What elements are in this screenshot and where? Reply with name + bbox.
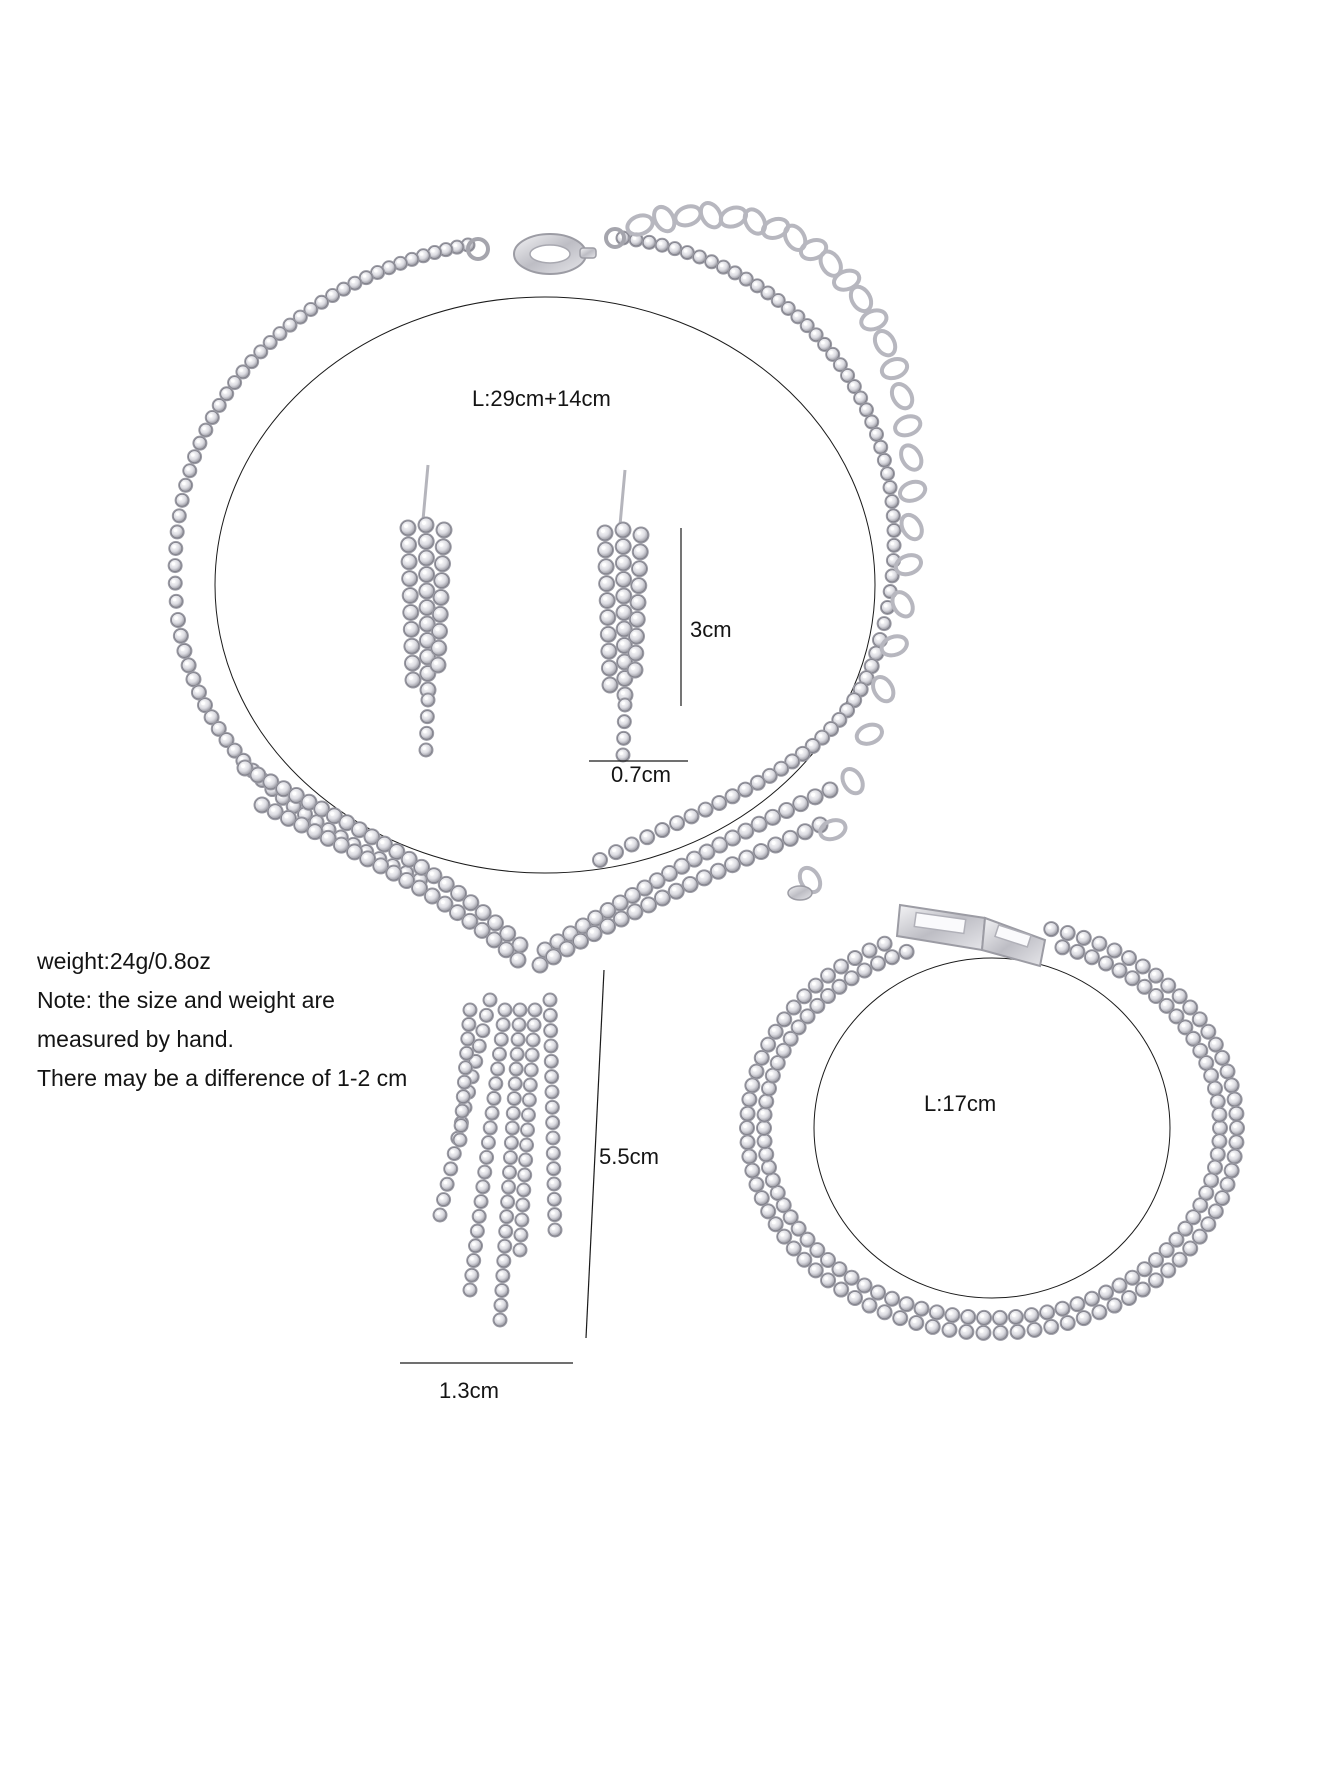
bracelet-size-ellipse <box>813 957 1171 1299</box>
bracelet <box>739 921 1245 1341</box>
note-line-2: measured by hand. <box>37 1026 234 1052</box>
note-line-1: Note: the size and weight are <box>37 987 335 1013</box>
weight-text: weight:24g/0.8oz <box>37 948 211 974</box>
size-weight-note: weight:24g/0.8oz Note: the size and weig… <box>37 942 407 1098</box>
pendant-height-label: 5.5cm <box>599 1144 659 1169</box>
earring-right <box>596 469 650 763</box>
bracelet-length-label: L:17cm <box>924 1091 997 1116</box>
necklace <box>167 230 902 1328</box>
earring-left <box>399 464 453 758</box>
lobster-clasp-icon <box>466 227 626 275</box>
earring-height-label: 3cm <box>690 617 732 642</box>
pendant-height-line <box>585 969 605 1339</box>
bracelet-clasp-icon <box>895 903 1047 968</box>
necklace-extender-chain <box>625 201 928 901</box>
necklace-size-ellipse <box>214 296 876 874</box>
note-line-3: There may be a difference of 1-2 cm <box>37 1065 408 1091</box>
necklace-length-label: L:29cm+14cm <box>472 386 611 411</box>
pendant-width-label: 1.3cm <box>439 1378 499 1403</box>
earring-width-label: 0.7cm <box>611 762 671 787</box>
